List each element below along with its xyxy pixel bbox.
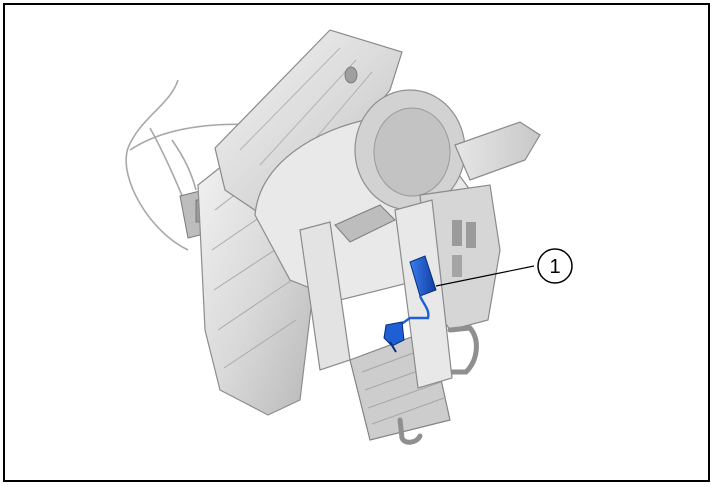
upper-right-duct — [454, 121, 541, 181]
callout-label: 1 — [549, 256, 560, 278]
top-cover — [214, 29, 403, 216]
callout-1: 1 — [435, 248, 573, 287]
callout-circle — [537, 248, 573, 284]
blue-sensor-part — [383, 255, 437, 353]
callout-leader-line — [435, 265, 535, 287]
